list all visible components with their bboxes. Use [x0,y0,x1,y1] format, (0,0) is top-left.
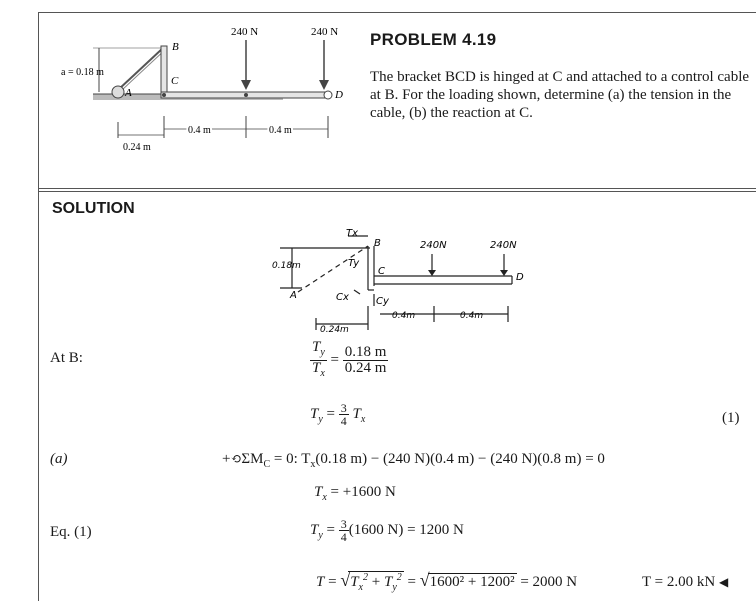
at-b-label: At B: [50,350,83,366]
label-c: C [171,75,179,87]
solution-title: SOLUTION [52,200,135,217]
sketch-d2: 0.4m [460,311,483,321]
part-a-label: (a) [50,451,68,467]
sketch-ty: Ty [348,258,360,269]
label-a: A [124,87,132,99]
problem-box [38,12,756,192]
dim-label-3: 0.24 m [123,142,151,153]
load-label-1: 240 N [231,26,258,38]
solution-box [38,188,756,601]
sketch-a: A [289,290,297,301]
load-arrow-2 [319,80,329,90]
sketch-base: 0.24m [320,325,349,335]
ratio-denominator: 0.24 m [344,360,387,376]
sketch-cy: Cy [376,296,390,307]
free-body-sketch: Tx Ty B C A D Cx Cy 240N 240N 0.18m 0.24… [272,228,524,335]
label-d: D [334,89,343,101]
sketch-load-2: 240N [490,240,517,251]
problem-title: PROBLEM 4.19 [370,30,497,49]
sketch-cx: Cx [336,292,349,303]
tx-result: Tx = +1600 N [314,484,396,503]
t-radicand: 1600² + 1200² [427,573,517,590]
dim-label-1: 0.4 m [188,125,211,136]
load-arrow-1 [241,80,251,90]
sketch-b: B [374,238,381,249]
sketch-height: 0.18m [272,261,301,271]
moment-equation: +⟲ΣMC = 0: Tx(0.18 m) − (240 N)(0.4 m) −… [222,451,605,470]
sketch-c: C [378,266,385,277]
pulley-a [111,85,125,99]
sketch-d1: 0.4m [392,311,415,321]
ratio-numerator: 0.18 m [342,344,389,361]
eq1-label: Eq. (1) [50,524,92,540]
label-b: B [172,41,179,53]
dim-label-2: 0.4 m [269,125,292,136]
control-cable [117,47,164,91]
answer-marker-icon: ◀ [718,575,729,589]
sketch-tx: Tx [346,228,358,239]
problem-figure: 240 N 240 N B C A D a = 0.18 m 0.4 m 0.4… [61,26,343,153]
sketch-d: D [516,272,524,283]
sketch-load-1: 240N [420,240,447,251]
a-dimension-label: a = 0.18 m [61,67,104,78]
final-answer: T = 2.00 kN ◀ [642,574,729,590]
bracket-vertical [160,45,168,99]
load-label-2: 240 N [311,26,338,38]
problem-statement: The bracket BCD is hinged at C and attac… [370,69,750,121]
t-magnitude-equation: T = √Tx2 + Ty2 = √1600² + 1200² = 2000 N [316,570,578,593]
eq1-tag: (1) [722,410,740,426]
